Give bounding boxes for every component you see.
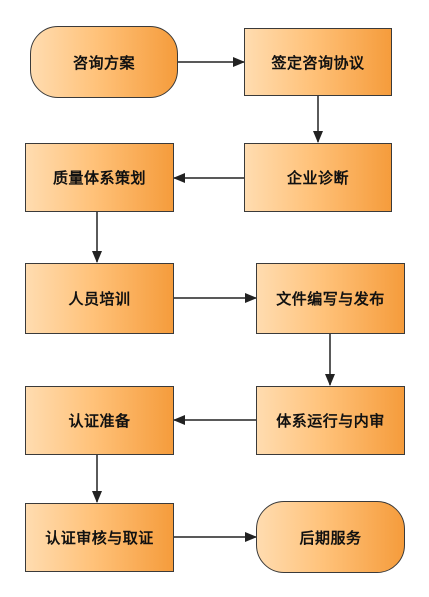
node-after-service: 后期服务 bbox=[256, 501, 405, 573]
node-sign-agreement: 签定咨询协议 bbox=[244, 28, 392, 96]
node-quality-planning: 质量体系策划 bbox=[25, 143, 174, 212]
node-cert-review: 认证审核与取证 bbox=[25, 503, 174, 572]
node-diagnosis: 企业诊断 bbox=[244, 143, 392, 212]
node-cert-prep: 认证准备 bbox=[25, 386, 174, 455]
node-system-operation: 体系运行与内审 bbox=[256, 386, 405, 455]
node-consult-plan: 咨询方案 bbox=[30, 26, 178, 98]
node-training: 人员培训 bbox=[25, 263, 174, 334]
node-document-drafting: 文件编写与发布 bbox=[256, 263, 405, 334]
